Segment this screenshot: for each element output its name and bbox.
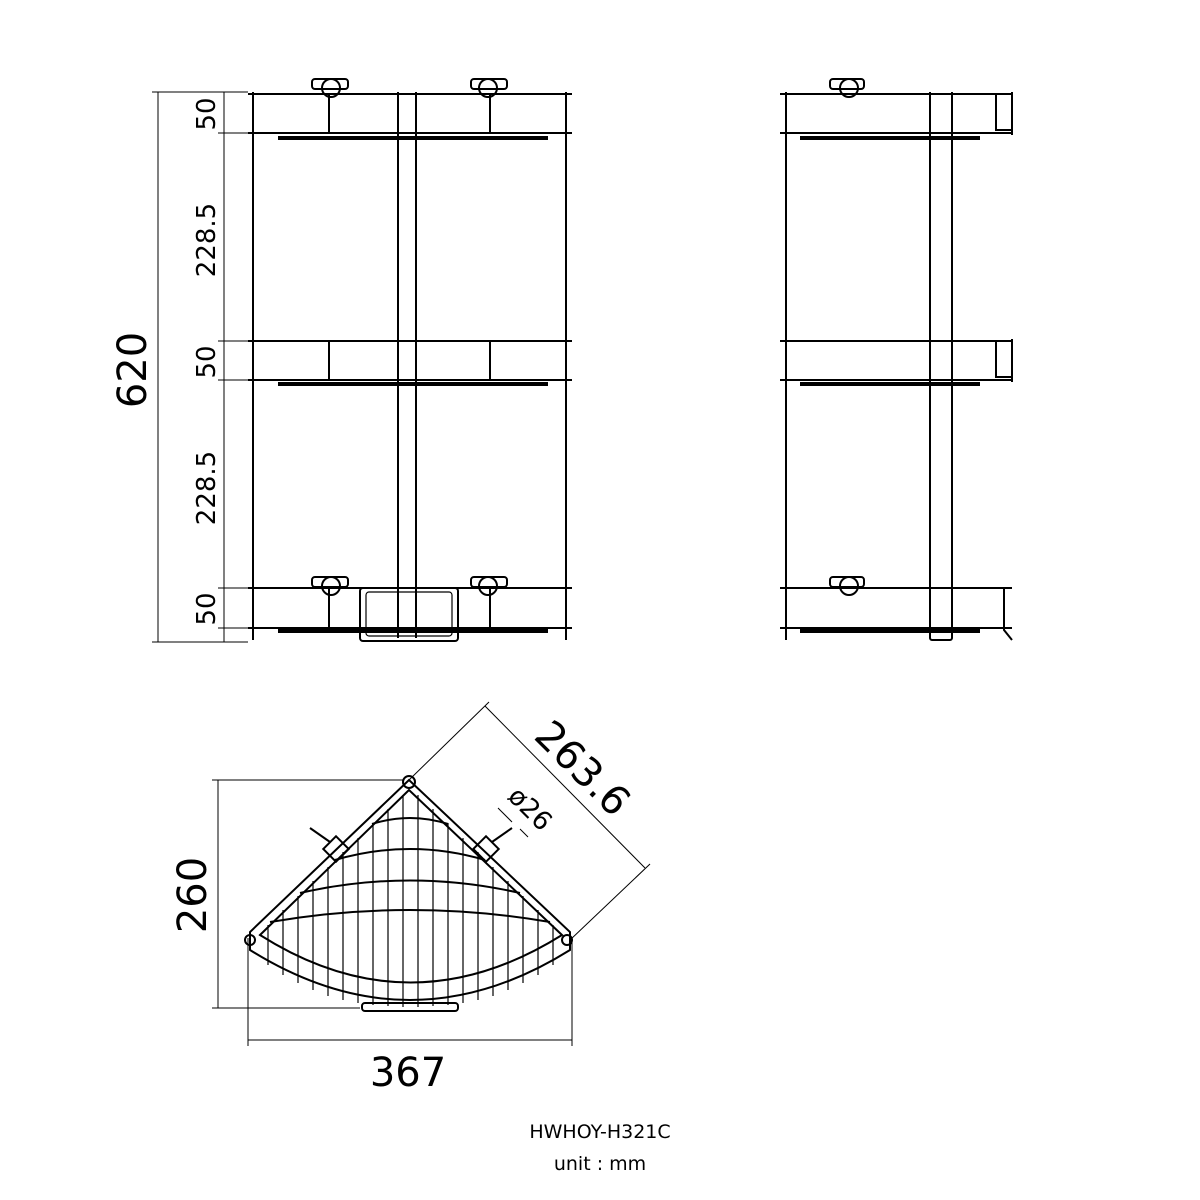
front-dimension-lines bbox=[152, 91, 248, 643]
top-view bbox=[244, 775, 573, 1012]
dim-shelf-bottom: 50 bbox=[192, 592, 222, 625]
dim-total-height: 620 bbox=[110, 332, 156, 408]
dim-shelf-top: 50 bbox=[192, 97, 222, 130]
mount-icon bbox=[829, 78, 865, 596]
mount-icon bbox=[309, 827, 513, 864]
unit-label: unit : mm bbox=[553, 1153, 647, 1175]
dim-depth: 260 bbox=[170, 857, 216, 933]
mount-icon bbox=[311, 78, 508, 596]
dim-gap-upper: 228.5 bbox=[192, 203, 222, 277]
model-number: HWHOY-H321C bbox=[529, 1121, 671, 1143]
dim-width: 367 bbox=[370, 1050, 446, 1096]
side-view bbox=[780, 78, 1013, 641]
front-view bbox=[248, 78, 572, 642]
dim-gap-lower: 228.5 bbox=[192, 451, 222, 525]
dim-shelf-mid: 50 bbox=[192, 345, 222, 378]
top-dimension-lines bbox=[212, 701, 651, 1046]
